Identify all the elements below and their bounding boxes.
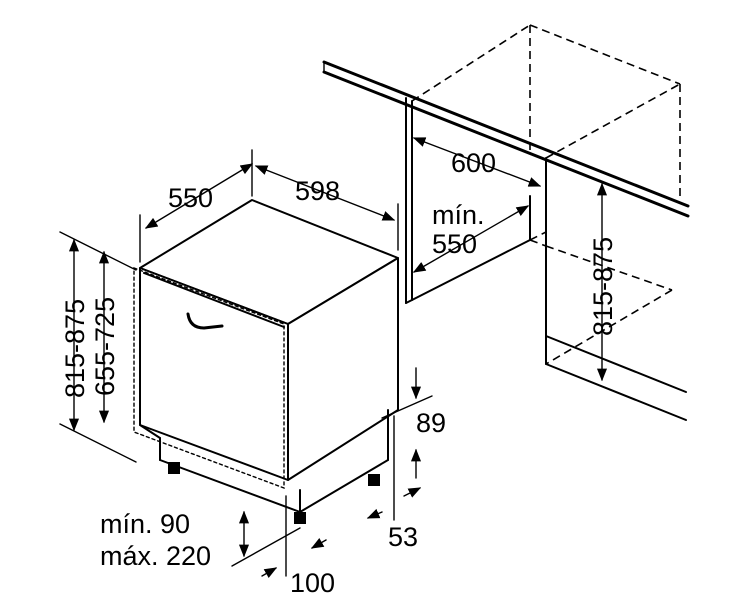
dimension-lines bbox=[59, 137, 608, 579]
adjustable-feet bbox=[168, 462, 380, 524]
niche-outline bbox=[411, 24, 681, 365]
niche-depth-dimension-line bbox=[412, 205, 530, 273]
label-niche-height: 815-875 bbox=[588, 237, 618, 336]
label-plinth-range-min: mín. 90 bbox=[100, 509, 190, 539]
label-niche-depth-min: mín. bbox=[432, 200, 485, 230]
worktop bbox=[322, 60, 690, 218]
label-appliance-height: 815-875 bbox=[60, 299, 90, 398]
dishwasher-side bbox=[287, 257, 399, 481]
label-plinth-height: 89 bbox=[416, 408, 446, 438]
label-plinth-range-max: máx. 220 bbox=[100, 541, 211, 571]
label-appliance-depth: 550 bbox=[168, 183, 213, 213]
door-outline bbox=[133, 266, 285, 490]
door-handle bbox=[186, 312, 224, 330]
dishwasher bbox=[133, 199, 399, 524]
dishwasher-base bbox=[139, 409, 389, 513]
installation-niche bbox=[322, 24, 690, 421]
niche-width-dimension-line bbox=[412, 137, 542, 187]
dimension-labels: 550 598 600 mín. 550 815-875 815-875 655… bbox=[60, 148, 618, 598]
label-niche-depth-value: 550 bbox=[432, 229, 477, 259]
label-door-height: 655-725 bbox=[90, 297, 120, 396]
width-dimension-line bbox=[254, 165, 396, 221]
depth-dimension-line bbox=[144, 163, 254, 229]
cabinet-right-side bbox=[545, 157, 687, 421]
label-door-overhang: 100 bbox=[290, 568, 335, 598]
label-niche-width: 600 bbox=[451, 148, 496, 178]
label-appliance-width: 598 bbox=[295, 176, 340, 206]
label-foot-offset: 53 bbox=[388, 522, 418, 552]
